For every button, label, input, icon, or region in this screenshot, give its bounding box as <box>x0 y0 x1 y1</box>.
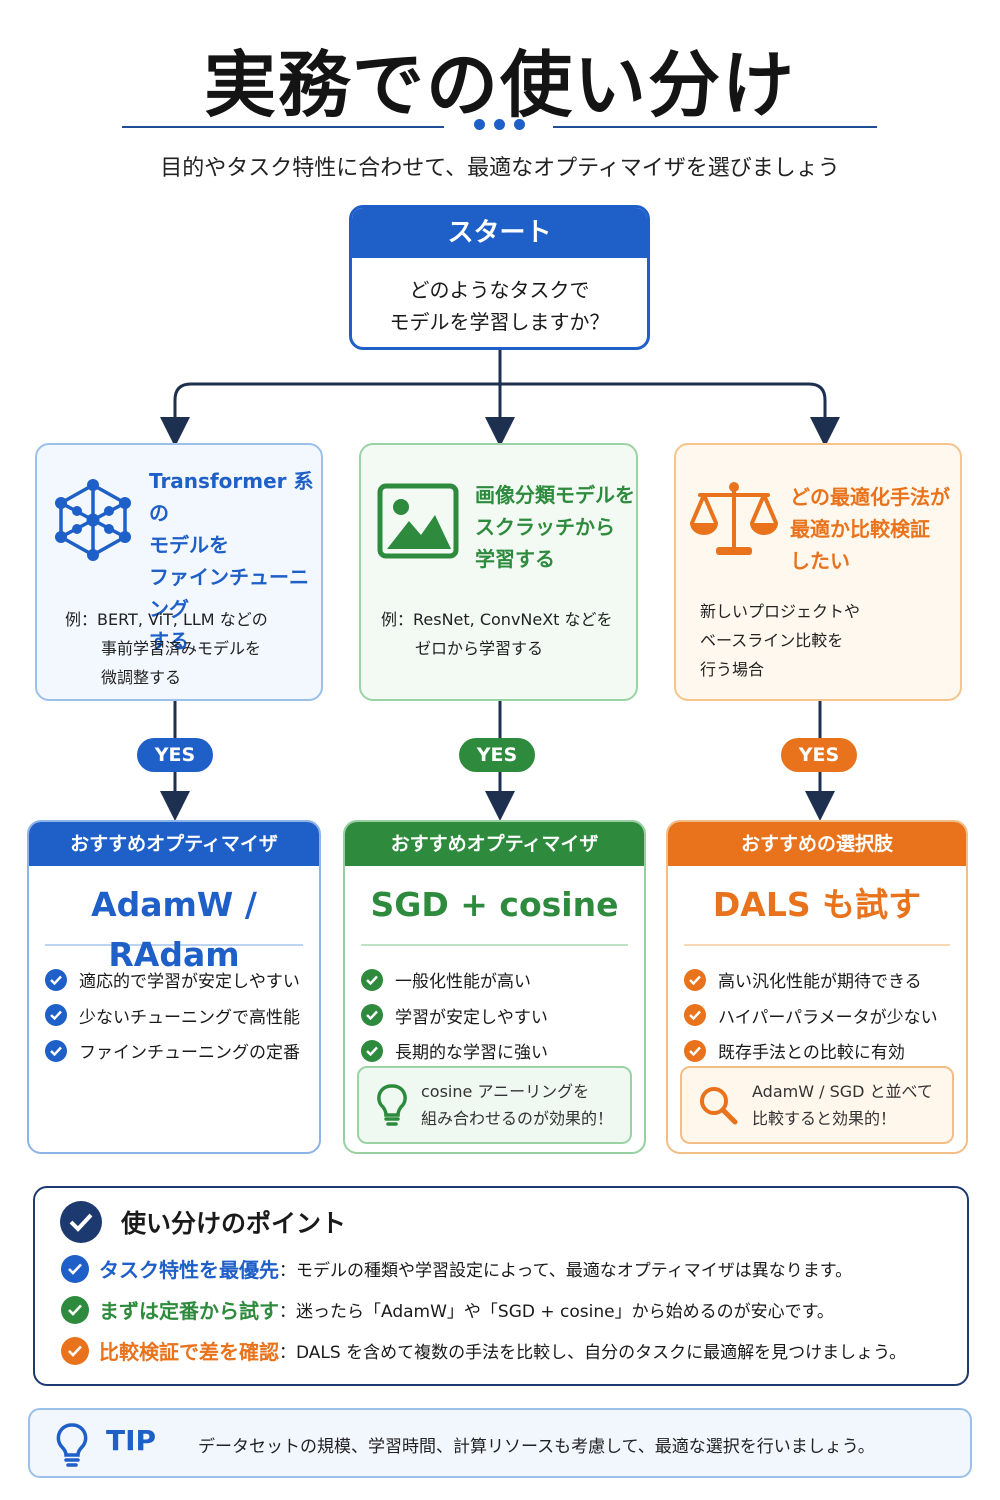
recommendation-header: おすすめオプティマイザ <box>345 822 644 866</box>
start-node: スタート どのようなタスクで モデルを学習しますか？ <box>349 205 650 350</box>
recommendation-sgd: おすすめオプティマイザ SGD + cosine 一般化性能が高い 学習が安定し… <box>343 820 646 1154</box>
yes-badge: YES <box>137 738 213 772</box>
lightbulb-icon <box>56 1423 88 1467</box>
recommendation-points: 一般化性能が高い 学習が安定しやすい 長期的な学習に強い <box>361 962 644 1069</box>
yes-badge: YES <box>459 738 535 772</box>
check-icon <box>361 1004 383 1027</box>
title-divider-dots <box>470 119 530 133</box>
branch-description: 例：ResNet, ConvNeXt などを ゼロから学習する <box>381 610 613 658</box>
list-item: ファインチューニングの定番 <box>45 1033 319 1069</box>
check-icon <box>61 1254 89 1283</box>
list-item: 少ないチューニングで高性能 <box>45 998 319 1034</box>
divider <box>684 944 950 946</box>
tip-note: cosine アニーリングを 組み合わせるのが効果的！ <box>357 1066 632 1144</box>
recommendation-name: DALS も試す <box>712 885 922 924</box>
branch-title: どの最適化手法が 最適か比較検証 したい <box>790 485 950 573</box>
start-label: スタート <box>352 208 647 258</box>
recommendation-name: AdamW / RAdam <box>91 885 257 974</box>
note-text: AdamW / SGD と並べて 比較すると効果的！ <box>752 1082 933 1128</box>
check-icon <box>61 1295 89 1324</box>
balance-scale-icon <box>690 482 778 555</box>
check-icon <box>45 1004 67 1027</box>
recommendation-header: おすすめの選択肢 <box>668 822 966 866</box>
divider <box>45 944 303 946</box>
note-text: cosine アニーリングを 組み合わせるのが効果的！ <box>421 1082 614 1128</box>
branch-description: 例：BERT, ViT, LLM などの 事前学習済みモデルを 微調整する <box>65 610 268 687</box>
tip-note: AdamW / SGD と並べて 比較すると効果的！ <box>680 1066 954 1144</box>
recommendation-name: SGD + cosine <box>370 885 619 924</box>
check-icon <box>684 968 706 991</box>
list-item: 長期的な学習に強い <box>361 1033 644 1069</box>
magnifier-icon <box>700 1087 738 1125</box>
page-title: 実務での使い分け <box>203 43 796 127</box>
list-item: 適応的で学習が安定しやすい <box>45 962 319 998</box>
list-item: 学習が安定しやすい <box>361 998 644 1034</box>
divider <box>361 944 628 946</box>
check-icon <box>684 1004 706 1027</box>
summary-row: まずは定番から試す：迷ったら「AdamW」や「SGD + cosine」から始め… <box>61 1295 834 1324</box>
network-graph-icon <box>55 479 131 561</box>
recommendation-adamw: おすすめオプティマイザ AdamW / RAdam 適応的で学習が安定しやすい … <box>27 820 321 1154</box>
recommendation-header: おすすめオプティマイザ <box>29 822 319 866</box>
list-item: 高い汎化性能が期待できる <box>684 962 966 998</box>
summary-title: 使い分けのポイント <box>121 1209 347 1238</box>
summary-box: 使い分けのポイント タスク特性を最優先：モデルの種類や学習設定によって、最適なオ… <box>33 1186 969 1386</box>
title-divider-left <box>122 126 444 128</box>
list-item: ハイパーパラメータが少ない <box>684 998 966 1034</box>
branch-image-classification: 画像分類モデルを スクラッチから 学習する 例：ResNet, ConvNeXt… <box>359 443 638 701</box>
list-item: 一般化性能が高い <box>361 962 644 998</box>
page-subtitle: 目的やタスク特性に合わせて、最適なオプティマイザを選びましょう <box>160 156 840 181</box>
yes-badge: YES <box>781 738 857 772</box>
list-item: 既存手法との比較に有効 <box>684 1033 966 1069</box>
tip-box: TIP データセットの規模、学習時間、計算リソースも考慮して、最適な選択を行いま… <box>28 1408 972 1478</box>
check-circle-icon <box>60 1201 102 1243</box>
start-question: どのようなタスクで モデルを学習しますか？ <box>389 278 610 334</box>
summary-row: タスク特性を最優先：モデルの種類や学習設定によって、最適なオプティマイザは異なり… <box>61 1254 852 1283</box>
recommendation-points: 適応的で学習が安定しやすい 少ないチューニングで高性能 ファインチューニングの定… <box>45 962 319 1069</box>
branch-transformer: Transformer 系の モデルを ファインチューニング する 例：BERT… <box>35 443 323 701</box>
title-divider-right <box>553 126 877 128</box>
lightbulb-icon <box>377 1084 407 1126</box>
check-icon <box>45 1039 67 1062</box>
branch-title: 画像分類モデルを スクラッチから 学習する <box>475 483 635 571</box>
branch-title: Transformer 系の モデルを ファインチューニング する <box>149 469 314 653</box>
recommendation-points: 高い汎化性能が期待できる ハイパーパラメータが少ない 既存手法との比較に有効 <box>684 962 966 1069</box>
check-icon <box>684 1039 706 1062</box>
recommendation-dals: おすすめの選択肢 DALS も試す 高い汎化性能が期待できる ハイパーパラメータ… <box>666 820 968 1154</box>
tip-label: TIP <box>106 1424 157 1457</box>
image-icon <box>377 483 459 559</box>
tip-text: データセットの規模、学習時間、計算リソースも考慮して、最適な選択を行いましょう。 <box>198 1437 875 1457</box>
check-icon <box>45 968 67 991</box>
check-icon <box>361 1039 383 1062</box>
check-icon <box>361 968 383 991</box>
branch-description: 新しいプロジェクトや ベースライン比較を 行う場合 <box>700 602 861 679</box>
check-icon <box>61 1336 89 1365</box>
summary-row: 比較検証で差を確認：DALS を含めて複数の手法を比較し、自分のタスクに最適解を… <box>61 1336 906 1365</box>
branch-compare: どの最適化手法が 最適か比較検証 したい 新しいプロジェクトや ベースライン比較… <box>674 443 962 701</box>
